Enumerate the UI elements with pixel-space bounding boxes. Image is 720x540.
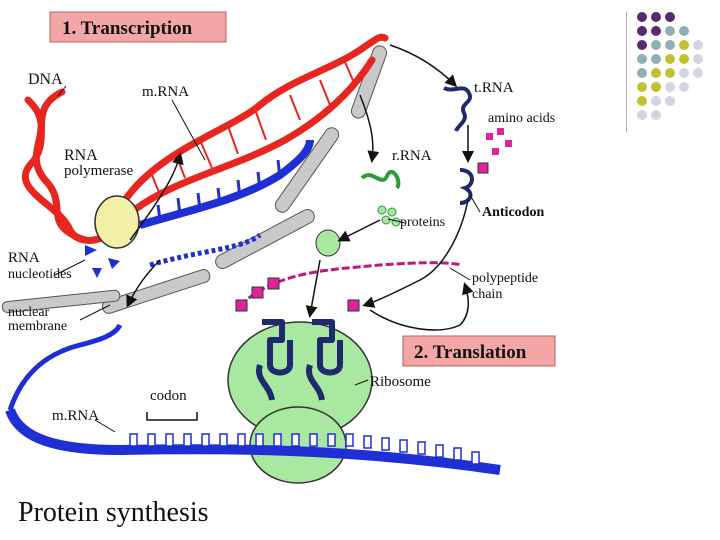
rna-nucleotides: [85, 245, 120, 278]
label-rna-nucleotides-2: nucleotides: [8, 267, 72, 282]
label-amino-acids: amino acids: [488, 111, 555, 126]
process-arrows: [126, 44, 474, 331]
label-proteins: proteins: [400, 215, 445, 230]
diagram-title: Protein synthesis: [18, 497, 209, 528]
label-dna: DNA: [28, 71, 63, 88]
label-rna: RNA: [64, 147, 98, 164]
dot-row-2: [637, 26, 689, 36]
pointer-lines: [54, 85, 481, 433]
ribosomal-proteins: [377, 205, 401, 227]
decoration-dots: [625, 12, 703, 132]
dot-row-4: [637, 54, 703, 64]
label-polypeptide-2: chain: [472, 287, 502, 302]
dot-row-3: [637, 40, 703, 50]
label-nuclear-1: nuclear: [8, 305, 50, 320]
dot-row-6: [637, 82, 689, 92]
mrna-strand-transcription: [138, 139, 314, 268]
label-rna-nucleotides-1: RNA: [8, 250, 40, 266]
label-anticodon: Anticodon: [482, 205, 544, 220]
label-rrna: r.RNA: [392, 148, 432, 164]
transcription-label: 1. Transcription: [49, 11, 227, 43]
mrna-strand-translation: [5, 323, 501, 475]
dot-row-7: [637, 96, 675, 106]
label-trna: t.RNA: [474, 80, 514, 96]
ribosome: [227, 321, 373, 484]
polypeptide-chain: [235, 261, 463, 312]
svg-text:2. Translation: 2. Translation: [414, 342, 527, 363]
label-mrna-top: m.RNA: [142, 84, 189, 100]
dot-row-1: [637, 12, 675, 22]
rrna-strand: [360, 169, 401, 190]
label-ribosome: Ribosome: [370, 374, 431, 390]
label-codon: codon: [150, 388, 187, 404]
codon-bracket: [146, 412, 198, 421]
corner-decoration: [625, 8, 720, 134]
translation-label: 2. Translation: [402, 335, 556, 367]
dot-row-5: [637, 68, 703, 78]
svg-text:1. Transcription: 1. Transcription: [62, 18, 193, 39]
amino-acids: [486, 128, 512, 155]
trna-molecule: [443, 86, 472, 132]
label-mrna-bottom: m.RNA: [52, 408, 99, 424]
label-nuclear-2: membrane: [8, 319, 67, 334]
trna-on-ribosome: [256, 319, 343, 401]
label-polymerase: polymerase: [64, 163, 133, 179]
trna-anticodon: [459, 162, 489, 205]
dot-row-8: [637, 110, 661, 120]
ribosome-subunit-small: [315, 229, 341, 257]
rna-polymerase: [94, 195, 140, 249]
label-polypeptide-1: polypeptide: [472, 271, 538, 286]
dna-rungs: [149, 61, 356, 196]
